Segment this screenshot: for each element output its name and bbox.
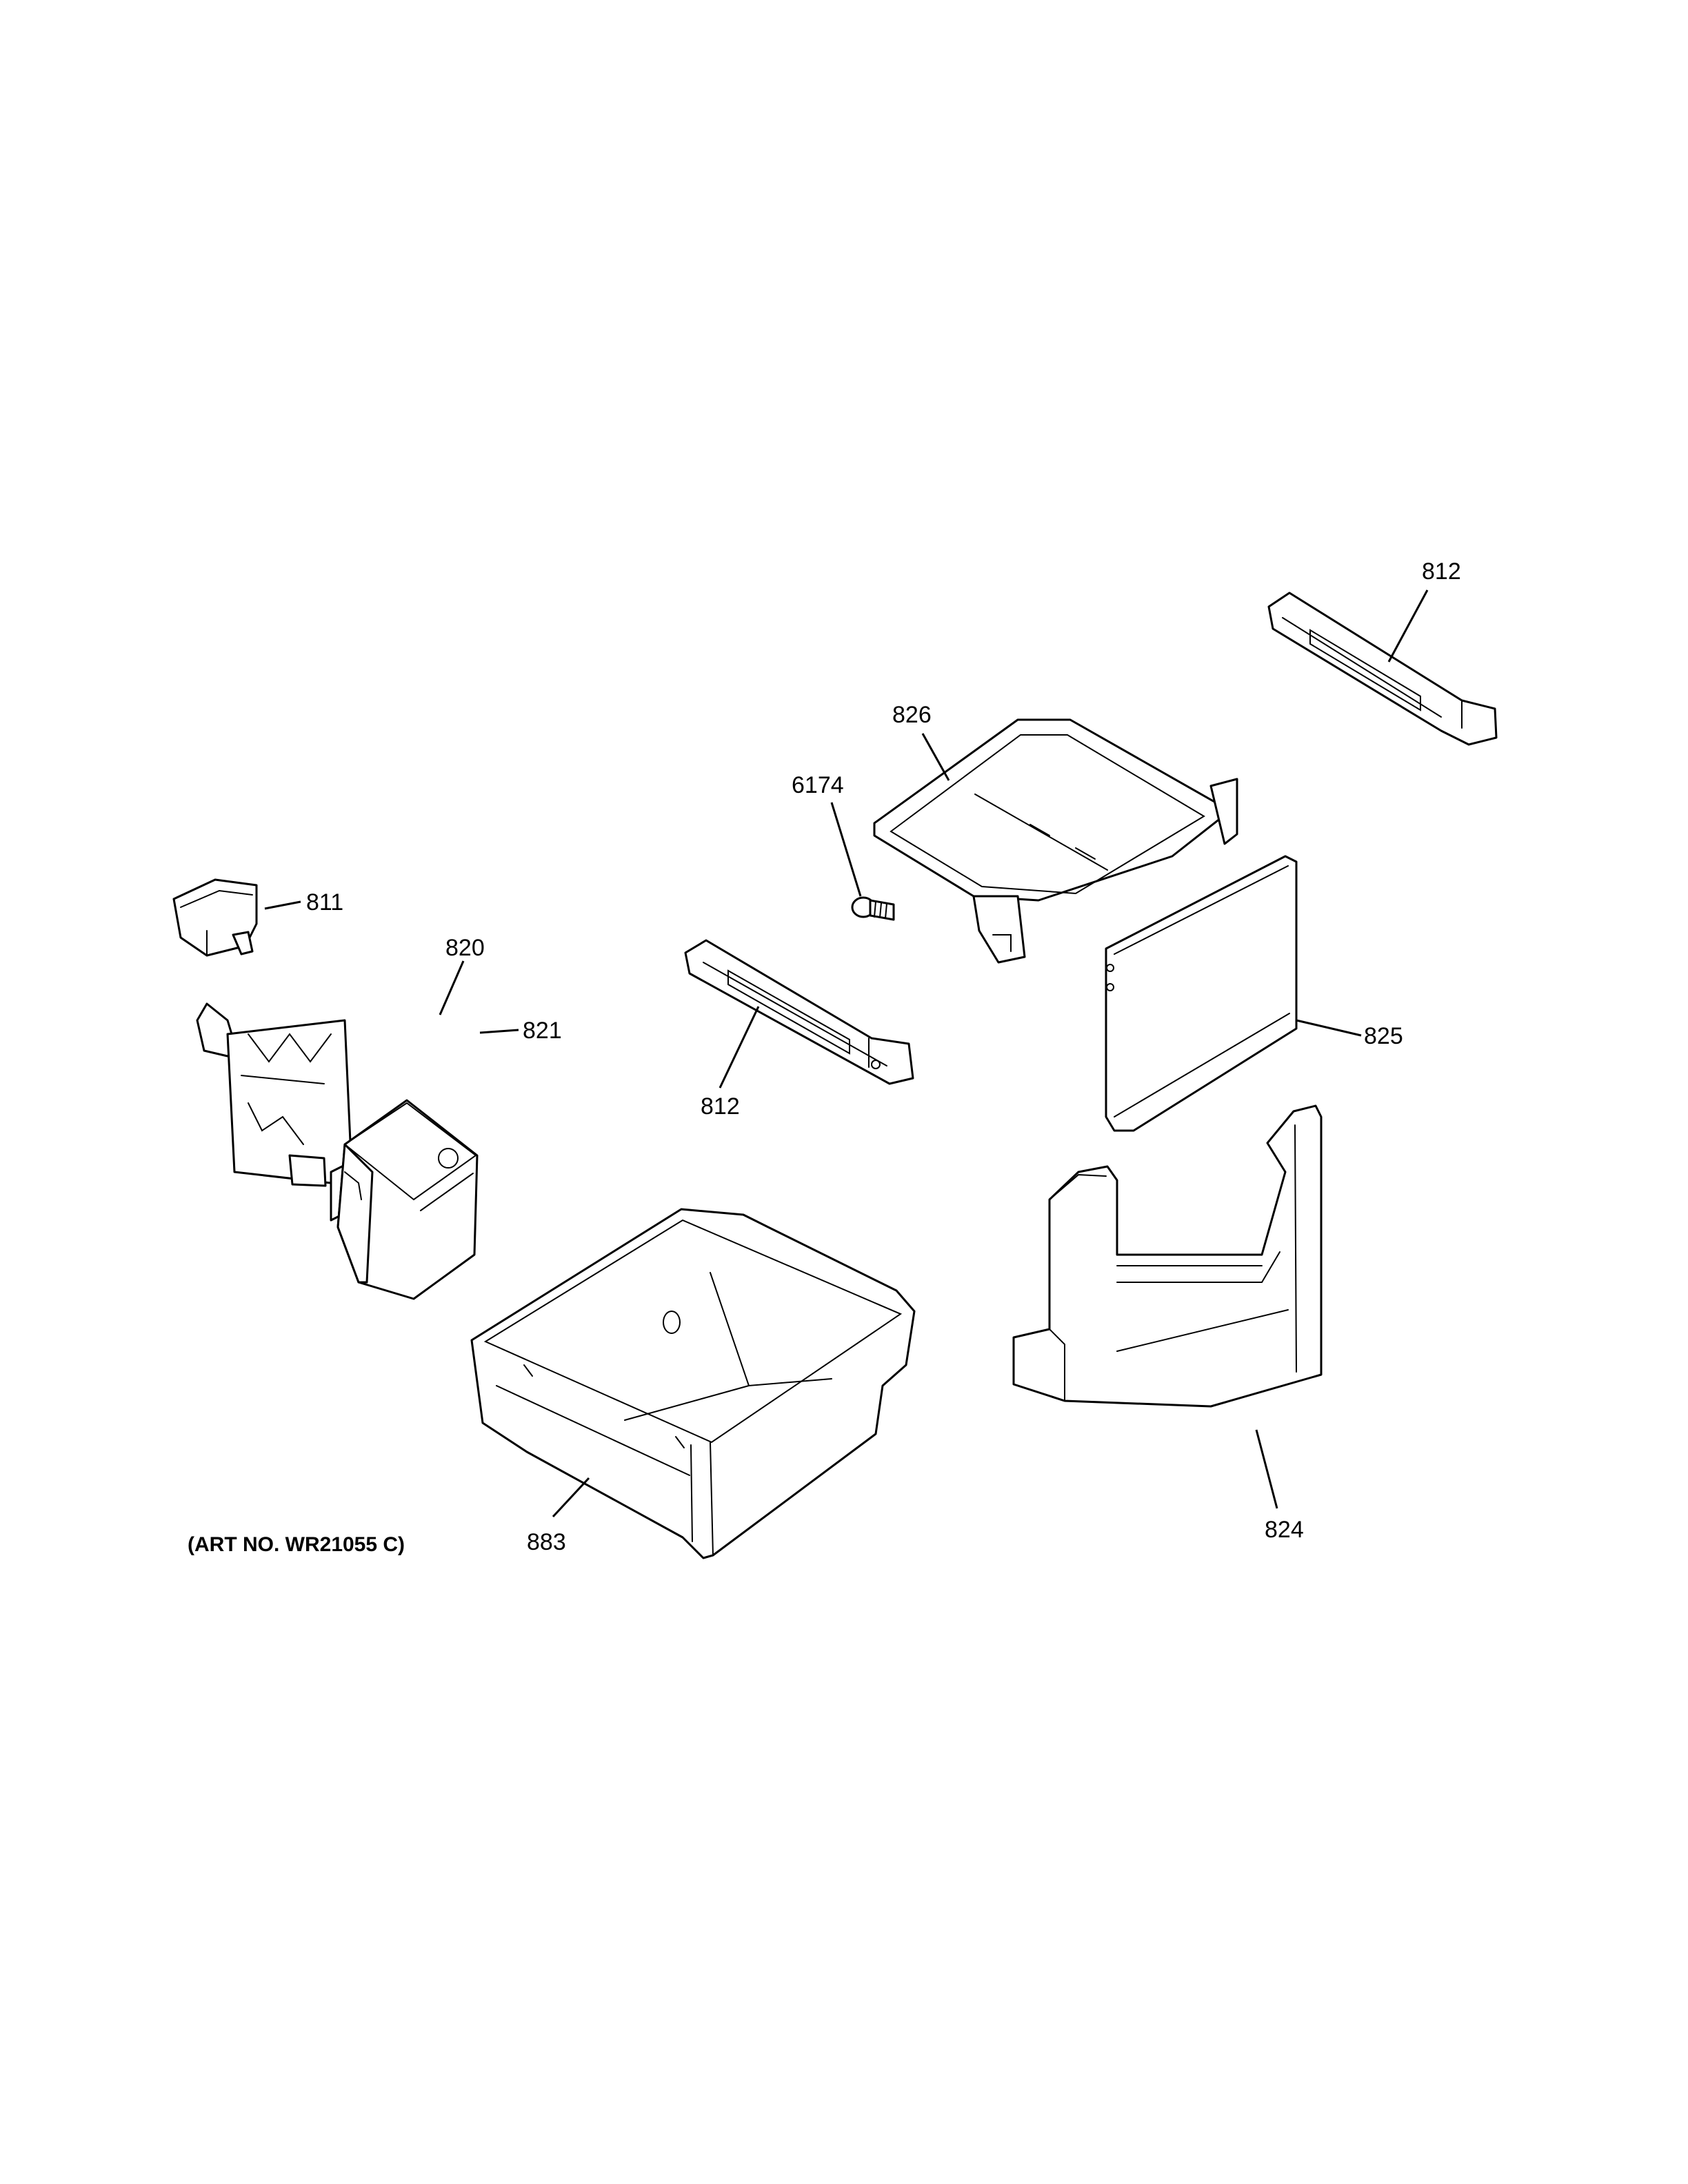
part-826-frame: [873, 718, 1238, 964]
part-6174-screw: [851, 896, 895, 921]
part-825-door-panel: [1105, 855, 1298, 1132]
callout-821: 821: [523, 1018, 562, 1044]
leader-812-mid: [719, 1006, 760, 1089]
part-824-front-cover: [1012, 1104, 1323, 1408]
callout-820: 820: [445, 935, 485, 961]
leader-812-top: [1387, 589, 1429, 663]
leader-826: [921, 733, 950, 781]
art-number: (ART NO. WR21055 C): [188, 1533, 405, 1556]
part-820-housing: [336, 1099, 479, 1300]
callout-883: 883: [527, 1529, 566, 1555]
leader-820: [439, 960, 465, 1015]
leader-825: [1296, 1019, 1362, 1037]
leader-821: [479, 1029, 519, 1034]
part-812-rail-middle: [684, 939, 914, 1085]
leader-lines: [264, 589, 1429, 1518]
leader-824: [1255, 1429, 1278, 1509]
callout-812-top: 812: [1422, 558, 1461, 585]
callout-825: 825: [1364, 1023, 1403, 1049]
callout-811: 811: [306, 889, 343, 916]
part-811-clip: [172, 878, 258, 957]
part-821-ice-maker-assembly: [196, 1002, 353, 1222]
part-883-ice-bucket: [470, 1208, 916, 1559]
callout-labels: 811 820 821 6174 826 812 812 825 883 824: [306, 558, 1461, 1555]
callout-6174: 6174: [792, 772, 844, 798]
leader-6174: [830, 802, 862, 897]
callout-812-middle: 812: [701, 1093, 740, 1120]
callout-826: 826: [892, 702, 932, 728]
part-812-rail-top: [1267, 592, 1498, 746]
leader-883: [552, 1477, 590, 1518]
leader-811: [264, 900, 301, 910]
callout-824: 824: [1265, 1517, 1304, 1543]
